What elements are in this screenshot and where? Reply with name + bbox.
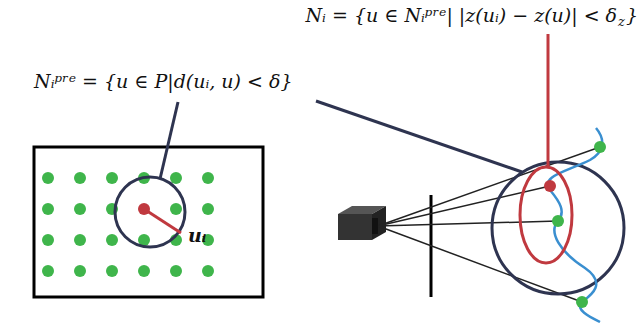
pixel-point (42, 265, 54, 277)
formula: Nᵢᵖʳᵉ = {u ∈ P|d(uᵢ, u) < δ} (34, 72, 293, 91)
radius-line (144, 209, 181, 233)
formula: Nᵢ = {u ∈ Nᵢᵖʳᵉ| |z(uᵢ) − z(u)| < δ (305, 6, 617, 25)
pixel-point (106, 265, 118, 277)
pixel-point (74, 234, 86, 246)
center-point (544, 180, 556, 192)
pixel-point (202, 265, 214, 277)
pixel-grid (42, 172, 214, 277)
pixel-point (42, 203, 54, 215)
pixel-point (42, 172, 54, 184)
point (552, 215, 564, 227)
pixel-point (106, 172, 118, 184)
leader-line (547, 34, 550, 167)
depth-ellipse (520, 167, 572, 263)
pixel-point (170, 203, 182, 215)
pixel-point (106, 234, 118, 246)
pixel-point (74, 203, 86, 215)
pixel-point (74, 172, 86, 184)
neighborhood-sphere (492, 162, 624, 294)
point (594, 141, 606, 153)
neighborhood-circle (115, 177, 185, 247)
pixel-point (170, 172, 182, 184)
image-frame (34, 147, 263, 297)
surface-curve (548, 128, 602, 322)
pixel-point (202, 172, 214, 184)
point-label: uᵢ (188, 226, 206, 245)
pixel-point (202, 203, 214, 215)
pixel-point (74, 265, 86, 277)
pixel-point (170, 265, 182, 277)
pixel-point (42, 234, 54, 246)
pixel-point (138, 265, 150, 277)
formula: } (626, 6, 638, 25)
point (576, 296, 588, 308)
subscript: z (618, 15, 625, 28)
camera-icon (338, 206, 386, 240)
leader-line (316, 101, 522, 172)
leader-line (160, 102, 178, 179)
center-point (138, 203, 150, 215)
